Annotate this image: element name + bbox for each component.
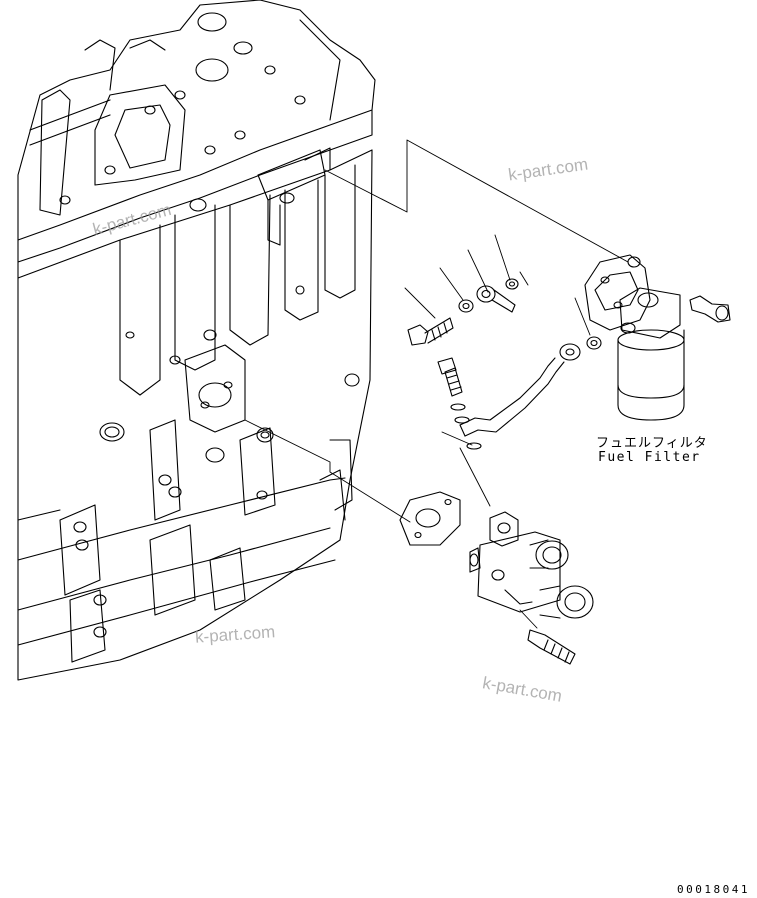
drawing-number: 00018041: [677, 883, 750, 896]
bolt-long: [407, 317, 454, 346]
washer-1: [458, 299, 474, 313]
fuel-feed-pump: [469, 511, 594, 665]
eye-joint: [476, 285, 516, 313]
engine-block: [17, 0, 376, 681]
bolt-short: [437, 357, 463, 397]
fuel-filter-label-en: Fuel Filter: [598, 450, 701, 465]
gasket: [399, 491, 461, 546]
fuel-pipe: [459, 343, 581, 437]
leader-lines: [244, 139, 629, 629]
fuel-filter: [584, 254, 731, 421]
fuel-filter-label-jp: フュエルフィルタ: [596, 436, 708, 451]
washers-stack: [450, 403, 482, 450]
washer-2: [505, 278, 519, 290]
